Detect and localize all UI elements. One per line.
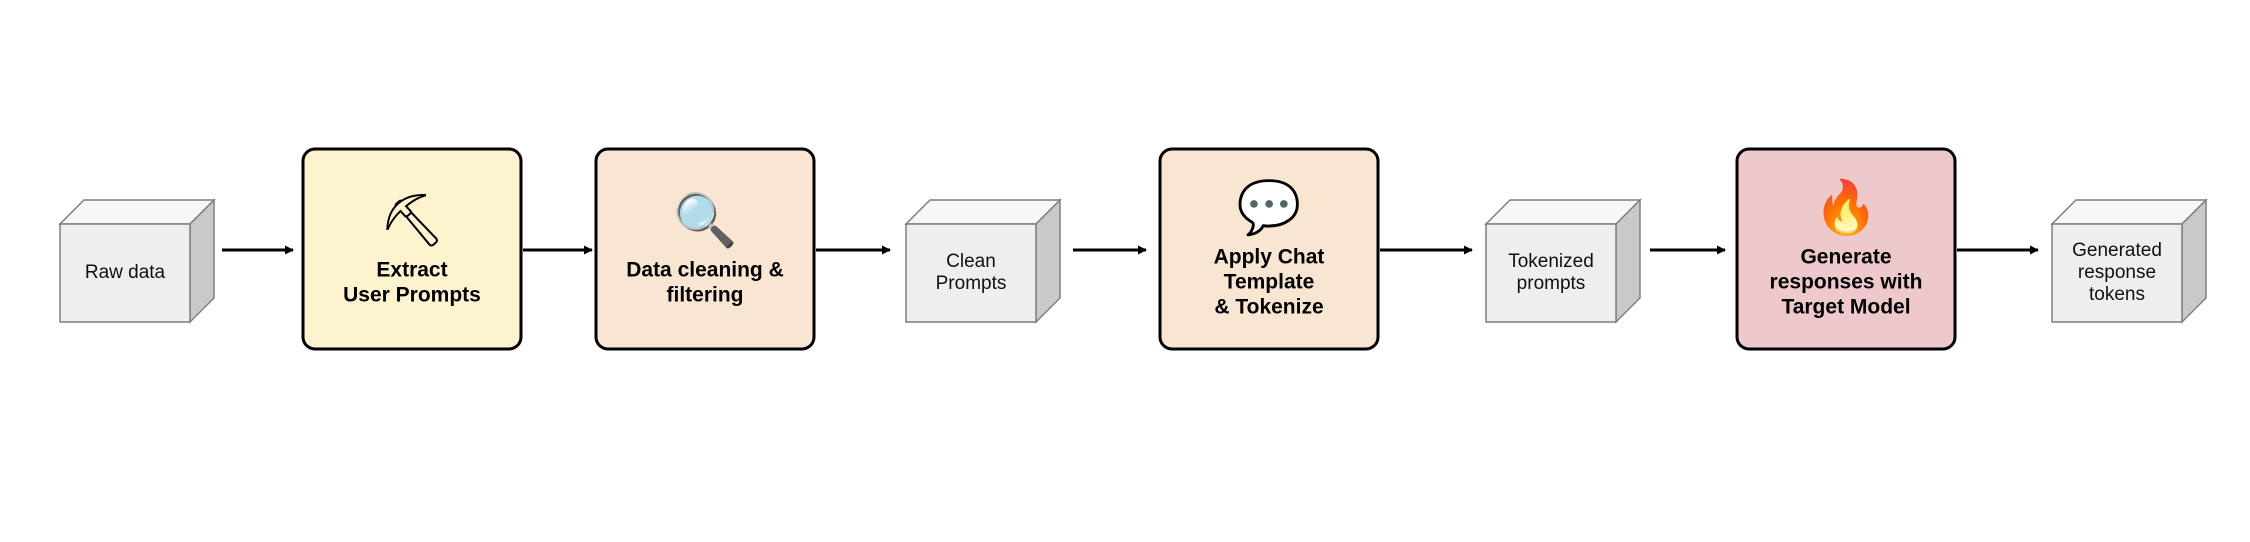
- pickaxe-icon: ⛏: [379, 191, 445, 251]
- step-label-line: Generate: [1800, 246, 1891, 269]
- step-box-shape: [301, 147, 523, 351]
- cube-top-face: [1484, 199, 1642, 225]
- cube-front-face: [905, 223, 1037, 323]
- cube-label-line: prompts: [1517, 273, 1586, 294]
- step-label-line: Apply Chat: [1214, 246, 1325, 269]
- cube-label-line: Raw data: [85, 262, 166, 283]
- cube-label-line: Clean: [946, 251, 996, 272]
- cube-label-line: Generated: [2072, 240, 2162, 261]
- step-label-line: & Tokenize: [1214, 296, 1323, 319]
- step-label-line: responses with: [1770, 271, 1923, 294]
- step-label-line: filtering: [667, 284, 744, 307]
- cube-front-face: [59, 223, 191, 323]
- step-label-line: Extract: [376, 259, 447, 282]
- cube-top-face: [2050, 199, 2208, 225]
- fire-icon: 🔥: [1814, 177, 1879, 238]
- cube-front-face: [1485, 223, 1617, 323]
- speech-bubble-icon: 💬: [1237, 177, 1302, 238]
- cube-top-face: [58, 199, 216, 225]
- cube-front-face: [2051, 223, 2183, 323]
- cube-top-face: [904, 199, 1062, 225]
- step-label-line: Target Model: [1781, 296, 1910, 319]
- step-box-shape: [1735, 147, 1957, 351]
- cube-label-line: tokens: [2089, 284, 2145, 305]
- cube-label-line: Tokenized: [1508, 251, 1594, 272]
- step-label-line: Template: [1224, 271, 1315, 294]
- step-label-line: User Prompts: [343, 284, 481, 307]
- step-box-shape: [594, 147, 816, 351]
- cube-label-line: response: [2078, 262, 2156, 283]
- raw-data-cube: Raw data: [58, 198, 216, 324]
- step-label-line: Data cleaning &: [626, 259, 784, 282]
- step-box-shape: [1158, 147, 1380, 351]
- magnifier-icon: 🔍: [673, 187, 738, 251]
- cube-label-line: Prompts: [936, 273, 1007, 294]
- data-cleaning-box: 🔍 Data cleaning &filtering: [594, 147, 816, 351]
